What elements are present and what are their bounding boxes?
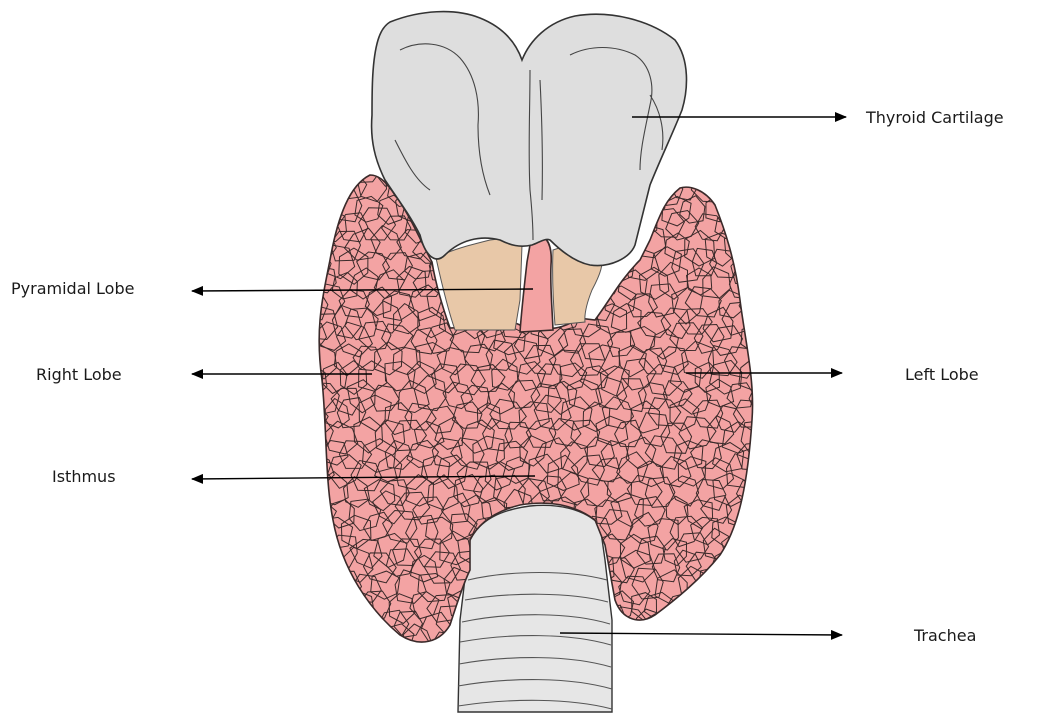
follicle-cell [622, 631, 654, 662]
follicle-cell [755, 475, 791, 505]
follicle-cell [733, 214, 764, 240]
follicle-cell [736, 518, 765, 550]
follicle-cell [314, 171, 344, 202]
follicle-cell [760, 593, 789, 622]
trachea-shape [458, 505, 612, 712]
pyramidal-lobe-shape [520, 235, 553, 332]
follicle-cell [739, 293, 767, 319]
follicle-cell [281, 497, 315, 530]
follicle-cell [748, 497, 781, 530]
follicle-cell [283, 158, 310, 189]
follicle-cell [703, 606, 735, 637]
label-right-lobe: Right Lobe [36, 365, 122, 384]
follicle-cell [736, 633, 765, 657]
follicle-cell [283, 610, 312, 640]
follicle-cell [756, 510, 790, 541]
follicle-cell [349, 609, 378, 642]
follicle-cell [716, 633, 746, 661]
follicle-cell [279, 188, 313, 221]
follicle-cell [286, 376, 318, 412]
follicle-cell [710, 177, 739, 207]
follicle-cell [757, 361, 787, 394]
label-trachea: Trachea [913, 626, 976, 645]
follicle-cell [305, 529, 338, 563]
follicle-cell [752, 323, 785, 358]
follicle-cell [300, 515, 326, 546]
follicle-cell [765, 253, 790, 283]
label-thyroid-cartilage: Thyroid Cartilage [865, 108, 1004, 127]
follicle-cell [755, 283, 791, 317]
follicle-cell [301, 194, 339, 228]
follicle-cell [285, 416, 317, 444]
follicle-cell [300, 214, 325, 245]
follicle-cell [295, 248, 332, 281]
follicle-cell [750, 457, 780, 484]
follicle-cell [295, 556, 324, 587]
follicle-cell [719, 607, 753, 637]
follicle-cell [359, 624, 390, 657]
follicle-cell [749, 192, 781, 220]
follicle-cell [342, 590, 375, 624]
follicle-cell [717, 588, 746, 621]
follicle-cell [287, 229, 316, 258]
follicle-cell [758, 445, 786, 471]
follicle-cell [296, 591, 329, 625]
follicle-cell [329, 571, 361, 600]
follicle-cell [289, 349, 313, 374]
follicle-cell [747, 307, 773, 336]
follicle-cell [286, 569, 311, 597]
follicle-cell [727, 572, 757, 602]
follicle-cell [334, 158, 361, 188]
follicle-cell [316, 553, 343, 584]
follicle-cell [292, 404, 328, 435]
follicle-cell [281, 306, 315, 337]
follicle-cell [730, 195, 757, 224]
follicle-cell [297, 440, 326, 466]
follicle-cell [692, 585, 725, 618]
follicle-cell [758, 551, 793, 583]
follicle-cell [294, 175, 321, 207]
follicle-cell [285, 532, 313, 557]
follicle-cell [281, 269, 312, 299]
follicle-cell [738, 557, 764, 583]
follicle-cell [661, 152, 693, 185]
follicle-cell [302, 628, 330, 656]
follicle-cell [758, 625, 787, 655]
label-left-lobe: Left Lobe [905, 365, 979, 384]
follicle-cell [306, 154, 339, 189]
thyroid-cartilage-shape [372, 12, 687, 266]
follicle-cell [318, 593, 345, 620]
follicle-cell [750, 573, 777, 598]
follicle-cell [761, 212, 794, 241]
follicle-cell [284, 461, 318, 489]
follicle-cell [760, 404, 786, 430]
follicle-cell [737, 173, 765, 199]
follicle-cell [298, 476, 324, 503]
follicle-cell [744, 231, 772, 260]
follicle-cell [306, 605, 336, 640]
follicle-cell [759, 170, 788, 202]
follicle-cell [703, 156, 729, 185]
label-isthmus: Isthmus [52, 467, 116, 486]
follicle-cell [320, 629, 351, 659]
follicle-cell [746, 265, 777, 302]
follicle-cell [743, 155, 769, 179]
follicle-cell [668, 630, 695, 661]
follicle-cell [309, 569, 338, 599]
follicle-cell [693, 627, 720, 652]
follicle-cell [323, 613, 358, 641]
follicle-cell [728, 157, 761, 191]
label-pyramidal-lobe: Pyramidal Lobe [11, 279, 134, 298]
follicle-cell [747, 533, 773, 563]
follicle-cell [344, 625, 376, 656]
follicle-cell [681, 152, 711, 184]
follicle-cell [738, 586, 770, 618]
